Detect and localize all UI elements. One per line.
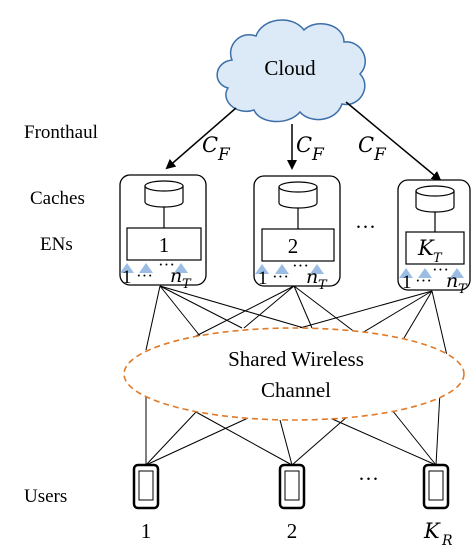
svg-text:K: K [417,236,435,260]
svg-text:1: 1 [402,272,412,293]
svg-text:1: 1 [122,267,132,288]
svg-text:···: ··· [415,271,432,290]
svg-text:T: T [433,251,443,266]
fronthaul-links [165,101,442,182]
cloud-icon [216,19,366,123]
user-id: 2 [287,519,298,543]
svg-text:n: n [446,270,458,292]
svg-text:T: T [318,278,328,293]
svg-text:C: C [358,133,374,157]
phone-icon [278,463,306,510]
user-wireless-links [145,391,441,466]
en-id: 1 [159,233,170,257]
svg-text:R: R [441,533,453,549]
user-id: 1 [141,519,152,543]
svg-text:···: ··· [158,255,175,274]
phone-icon [132,463,160,510]
svg-text:C: C [202,133,218,157]
shared-channel-ellipse [123,327,465,421]
users-ellipsis: ··· [358,467,379,491]
en-id: 2 [288,234,299,258]
fronthaul-label: Fronthaul [24,122,98,143]
ens-label: ENs [40,234,73,255]
en-processor-box [405,231,465,265]
antenna-array-icon [120,263,188,273]
capacity-label-1: C F [202,133,231,165]
fronthaul-arrow-1 [165,107,237,170]
users-label: Users [24,486,67,507]
svg-text:F: F [373,145,387,165]
en-wireless-links [145,285,449,361]
svg-text:···: ··· [272,267,289,286]
svg-text:F: F [311,145,325,165]
svg-text:···: ··· [432,260,449,279]
svg-text:F: F [217,145,231,165]
user-id: K R [423,519,453,549]
edge-node-kt: K T ··· 1 ··· n T [397,179,471,297]
svg-text:K: K [423,519,441,543]
edge-node-2: 2 ··· 1 ··· n T [253,175,341,293]
channel-label-line2: Channel [261,378,331,402]
svg-text:T: T [182,277,192,292]
cache-icon [415,185,455,213]
phone-icon [422,463,450,510]
svg-text:C: C [296,133,312,157]
channel-label-line1: Shared Wireless [228,347,364,371]
caches-label: Caches [30,188,85,209]
ens-ellipsis: ··· [355,215,376,239]
en-processor-box [126,227,202,261]
en-processor-box [261,228,335,262]
antenna-array-icon [399,268,464,278]
fronthaul-arrow-3 [345,101,442,182]
en-id: K T [417,236,443,266]
capacity-label-2: C F [296,133,325,165]
svg-text:···: ··· [136,266,153,285]
svg-text:n: n [306,266,318,288]
svg-text:n: n [170,265,182,287]
svg-text:···: ··· [292,256,309,275]
antenna-array-icon [255,264,324,274]
svg-text:T: T [458,282,468,297]
cache-icon [144,180,184,208]
edge-node-1: 1 ··· 1 ··· n T [119,174,207,292]
capacity-label-3: C F [358,133,387,165]
cloud-label: Cloud [264,56,316,80]
cache-icon [278,181,318,209]
svg-text:1: 1 [258,268,268,289]
